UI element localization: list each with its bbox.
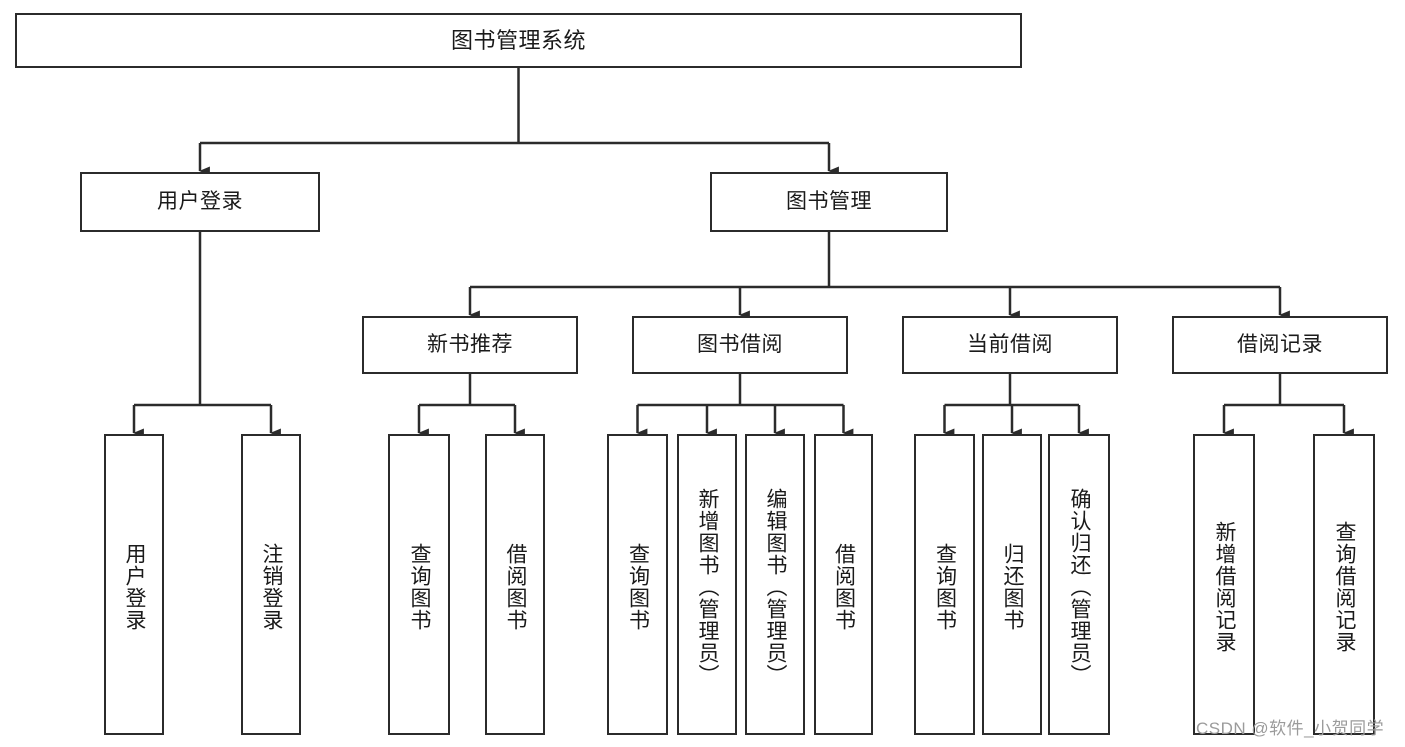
node-l-login[interactable]: 用户登录 (104, 434, 164, 735)
node-l-b1[interactable]: 借阅图书 (485, 434, 545, 735)
node-bookmgmt[interactable]: 图书管理 (710, 172, 948, 232)
node-root[interactable]: 图书管理系统 (15, 13, 1022, 68)
node-l-conf[interactable]: 确认归还（管理员） (1048, 434, 1110, 735)
node-label: 新增图书（管理员） (696, 487, 720, 686)
csdn-watermark: CSDN @软件_小贺同学 (1196, 719, 1385, 738)
node-l-qrec[interactable]: 查询借阅记录 (1313, 434, 1375, 735)
node-label: 编辑图书（管理员） (764, 487, 788, 686)
node-label: 查询图书 (408, 542, 432, 631)
node-l-q3[interactable]: 查询图书 (914, 434, 975, 735)
node-login[interactable]: 用户登录 (80, 172, 320, 232)
node-borrow[interactable]: 图书借阅 (632, 316, 848, 374)
node-label: 图书借阅 (697, 332, 783, 356)
node-records[interactable]: 借阅记录 (1172, 316, 1388, 374)
node-label: 图书管理 (786, 189, 872, 213)
node-l-q1[interactable]: 查询图书 (388, 434, 450, 735)
node-current[interactable]: 当前借阅 (902, 316, 1118, 374)
node-label: 借阅图书 (832, 542, 856, 631)
node-label: 查询借阅记录 (1333, 520, 1357, 653)
node-label: 注销登录 (260, 542, 284, 631)
node-label: 图书管理系统 (450, 27, 586, 53)
node-label: 用户登录 (123, 542, 147, 631)
node-label: 新书推荐 (427, 332, 513, 356)
node-label: 归还图书 (1001, 542, 1025, 631)
node-label: 查询图书 (933, 542, 957, 631)
node-l-q2[interactable]: 查询图书 (607, 434, 668, 735)
node-label: 查询图书 (626, 542, 650, 631)
node-label: 用户登录 (157, 189, 243, 213)
node-label: 借阅图书 (504, 542, 528, 631)
node-newbook[interactable]: 新书推荐 (362, 316, 578, 374)
node-l-ret[interactable]: 归还图书 (982, 434, 1042, 735)
node-label: 确认归还（管理员） (1068, 487, 1092, 686)
node-label: 借阅记录 (1237, 332, 1323, 356)
node-l-addrec[interactable]: 新增借阅记录 (1193, 434, 1255, 735)
node-l-b2[interactable]: 借阅图书 (814, 434, 873, 735)
node-l-add[interactable]: 新增图书（管理员） (677, 434, 737, 735)
node-label: 当前借阅 (967, 332, 1053, 356)
node-label: 新增借阅记录 (1213, 520, 1237, 653)
node-l-logout[interactable]: 注销登录 (241, 434, 301, 735)
node-l-edit[interactable]: 编辑图书（管理员） (745, 434, 805, 735)
